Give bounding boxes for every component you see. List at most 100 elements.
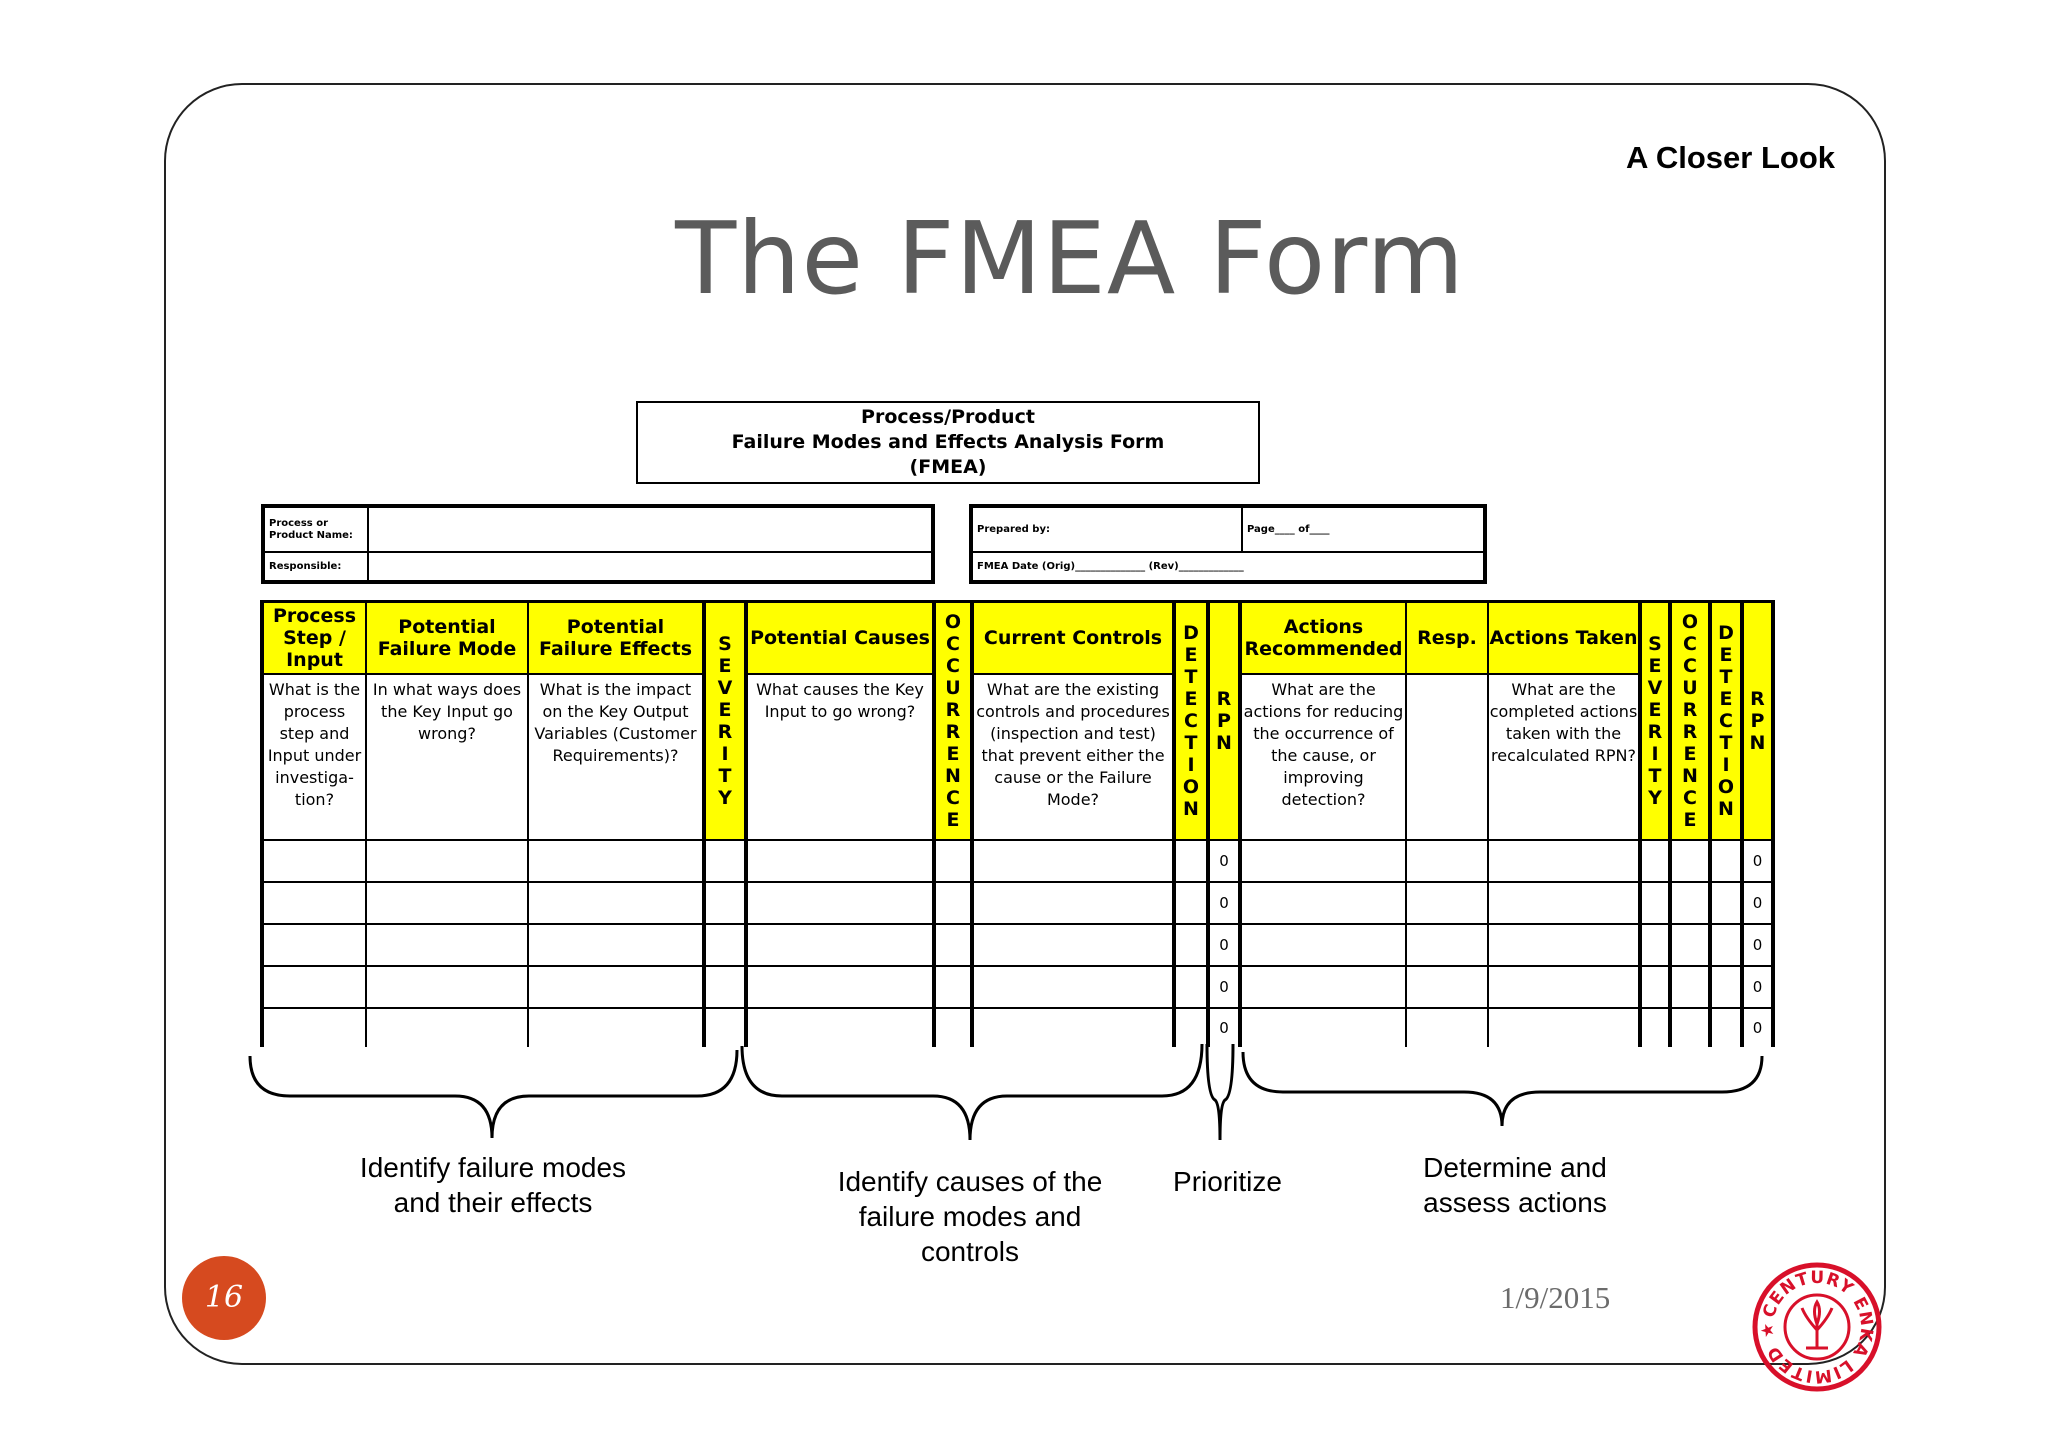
table-cell[interactable] — [1668, 1008, 1711, 1047]
table-cell[interactable] — [1638, 924, 1671, 967]
table-cell[interactable] — [1172, 924, 1209, 967]
process-name-field[interactable] — [367, 505, 934, 553]
table-cell[interactable] — [1638, 840, 1671, 883]
table-cell[interactable] — [527, 1008, 705, 1047]
slide-title: The FMEA Form — [675, 200, 1465, 317]
rpn-cell[interactable]: 0 — [1206, 924, 1241, 967]
rpn-cell[interactable]: 0 — [1206, 1008, 1241, 1047]
table-cell[interactable] — [1238, 1008, 1407, 1047]
table-cell[interactable] — [1238, 966, 1407, 1009]
table-cell[interactable] — [970, 882, 1175, 925]
table-cell[interactable] — [1668, 840, 1711, 883]
rpn-recalc-cell[interactable]: 0 — [1740, 966, 1774, 1009]
table-cell[interactable] — [1487, 840, 1641, 883]
table-cell[interactable] — [1638, 882, 1671, 925]
table-cell[interactable] — [1668, 966, 1711, 1009]
table-cell[interactable] — [970, 966, 1175, 1009]
table-cell[interactable] — [1405, 924, 1489, 967]
desc-current-controls: What are the existing controls and proce… — [970, 674, 1175, 841]
table-cell[interactable] — [527, 882, 705, 925]
fmea-header-row: Process Step / Input Potential Failure M… — [261, 600, 1774, 841]
table-cell[interactable] — [970, 840, 1175, 883]
table-cell[interactable] — [1487, 1008, 1641, 1047]
table-cell[interactable] — [744, 840, 935, 883]
table-cell[interactable] — [365, 966, 529, 1009]
table-cell[interactable] — [527, 966, 705, 1009]
rpn-cell[interactable]: 0 — [1206, 966, 1241, 1009]
table-cell[interactable] — [1708, 882, 1743, 925]
table-cell[interactable] — [702, 840, 747, 883]
table-cell[interactable] — [261, 966, 367, 1009]
table-cell[interactable] — [970, 924, 1175, 967]
table-cell[interactable] — [932, 1008, 973, 1047]
rpn-recalc-cell[interactable]: 0 — [1740, 924, 1774, 967]
table-cell[interactable] — [261, 924, 367, 967]
table-cell[interactable] — [932, 924, 973, 967]
table-cell[interactable] — [744, 882, 935, 925]
table-cell[interactable] — [1172, 840, 1209, 883]
table-cell[interactable] — [744, 1008, 935, 1047]
prepared-info-table: Prepared by: Page____ of____ FMEA Date (… — [969, 504, 1487, 584]
table-cell[interactable] — [365, 840, 529, 883]
label-identify-failures: Identify failure modes and their effects — [359, 1152, 627, 1218]
col-header-resp: Resp. — [1405, 600, 1489, 675]
table-cell[interactable] — [932, 840, 973, 883]
table-cell[interactable] — [1487, 924, 1641, 967]
table-cell[interactable] — [1238, 840, 1407, 883]
table-cell[interactable] — [365, 1008, 529, 1047]
table-cell[interactable] — [365, 924, 529, 967]
table-cell[interactable] — [1638, 966, 1671, 1009]
rpn-recalc-cell[interactable]: 0 — [1740, 882, 1774, 925]
century-enka-seal-logo: CENTURY ENKA LIMITED ★ — [1752, 1262, 1882, 1392]
table-cell[interactable] — [527, 924, 705, 967]
table-cell[interactable] — [744, 966, 935, 1009]
table-cell[interactable] — [970, 1008, 1175, 1047]
table-cell[interactable] — [932, 966, 973, 1009]
slide-date: 1/9/2015 — [1500, 1280, 1611, 1315]
table-cell[interactable] — [702, 924, 747, 967]
table-cell[interactable] — [1405, 1008, 1489, 1047]
table-cell[interactable] — [1405, 966, 1489, 1009]
table-cell[interactable] — [1668, 882, 1711, 925]
table-cell[interactable] — [1405, 882, 1489, 925]
table-cell[interactable] — [702, 1008, 747, 1047]
table-cell[interactable] — [1487, 966, 1641, 1009]
table-cell[interactable] — [1487, 882, 1641, 925]
table-cell[interactable] — [1405, 840, 1489, 883]
table-cell[interactable] — [1238, 882, 1407, 925]
rpn-recalc-cell[interactable]: 0 — [1740, 1008, 1774, 1047]
table-cell[interactable] — [1708, 924, 1743, 967]
table-cell[interactable] — [1708, 840, 1743, 883]
table-cell[interactable] — [1172, 882, 1209, 925]
table-cell[interactable] — [261, 840, 367, 883]
table-cell[interactable] — [1708, 966, 1743, 1009]
table-cell[interactable] — [365, 882, 529, 925]
rpn-cell[interactable]: 0 — [1206, 840, 1241, 883]
rpn-recalc-cell[interactable]: 0 — [1740, 840, 1774, 883]
table-cell[interactable] — [1172, 966, 1209, 1009]
table-cell[interactable] — [261, 882, 367, 925]
table-cell[interactable] — [261, 1008, 367, 1047]
table-cell[interactable] — [702, 966, 747, 1009]
desc-resp — [1405, 674, 1489, 841]
table-cell[interactable] — [932, 882, 973, 925]
table-cell[interactable] — [744, 924, 935, 967]
col-header-actions-taken: Actions Taken — [1487, 600, 1641, 675]
table-cell[interactable] — [702, 882, 747, 925]
table-cell[interactable] — [527, 840, 705, 883]
desc-failure-effects: What is the impact on the Key Output Var… — [527, 674, 705, 841]
fmea-description-row: What is the process step and Input under… — [261, 674, 1773, 841]
table-cell[interactable] — [1172, 1008, 1209, 1047]
label-identify-causes: Identify causes of the failure modes and… — [837, 1166, 1103, 1267]
table-cell[interactable] — [1668, 924, 1711, 967]
table-cell[interactable] — [1708, 1008, 1743, 1047]
table-cell[interactable] — [1238, 924, 1407, 967]
responsible-label: Responsible: — [262, 551, 369, 583]
table-cell[interactable] — [1638, 1008, 1671, 1047]
rpn-cell[interactable]: 0 — [1206, 882, 1241, 925]
responsible-field[interactable] — [367, 551, 934, 583]
